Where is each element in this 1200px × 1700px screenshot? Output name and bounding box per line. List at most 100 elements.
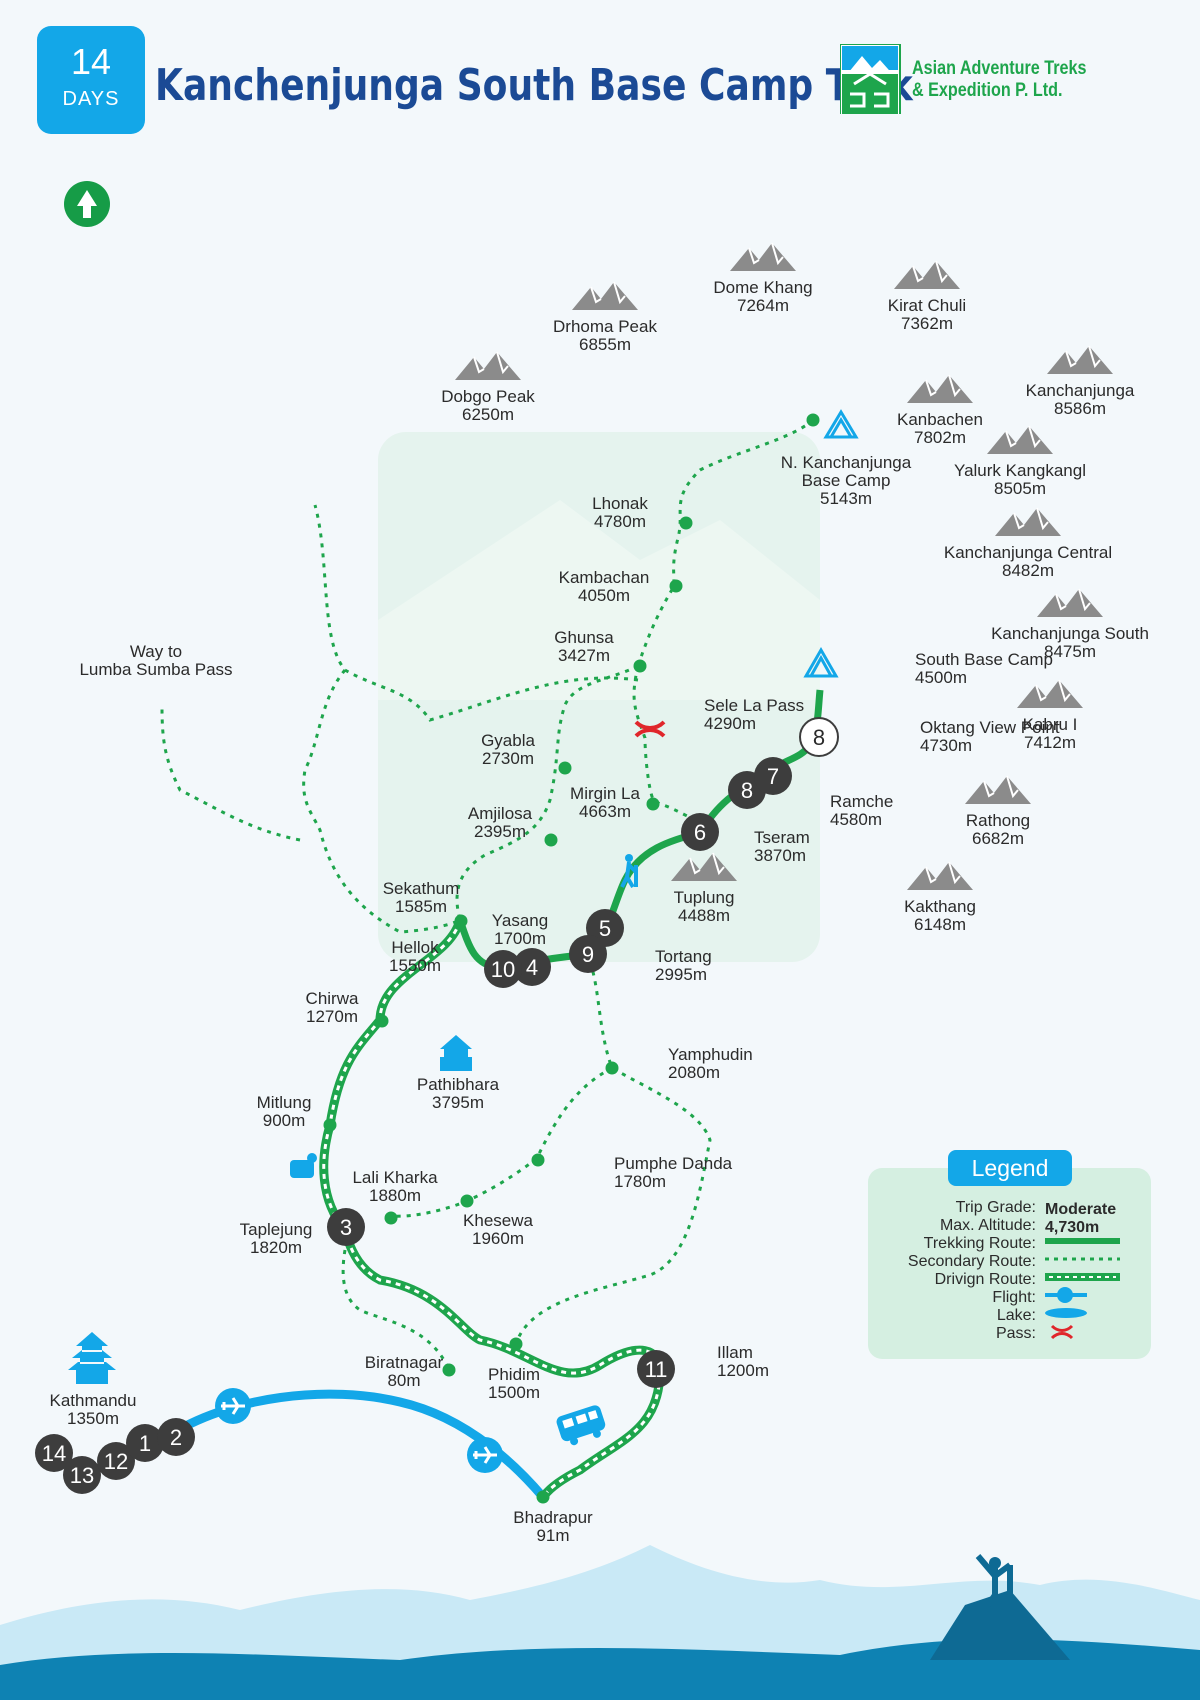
day-marker: 11 — [637, 1350, 675, 1388]
watermark-mountain — [378, 500, 820, 700]
place-name: Kathmandu — [50, 1391, 137, 1410]
place-altitude: 2730m — [482, 749, 534, 768]
trekker-icon — [620, 854, 638, 889]
mountain-icon — [995, 508, 1061, 536]
peak-altitude: 6148m — [914, 915, 966, 934]
place-altitude: 4663m — [579, 802, 631, 821]
place-name: Gyabla — [481, 731, 535, 750]
place-name: Chirwa — [306, 989, 359, 1008]
place-altitude: 1500m — [488, 1383, 540, 1402]
peak-name: Kanchanjunga Central — [944, 543, 1112, 562]
location-markers — [323, 413, 820, 1504]
mountain-icon — [730, 243, 796, 271]
company-line2: & Expedition P. Ltd. — [912, 80, 1063, 101]
place-altitude: 1550m — [389, 956, 441, 975]
peak-name: Kabru I — [1023, 715, 1078, 734]
place-altitude: 2080m — [668, 1063, 720, 1082]
page-title: Kanchenjunga South Base Camp Trek — [155, 60, 913, 111]
place-altitude: 4290m — [704, 714, 756, 733]
place-name: Ghunsa — [554, 628, 614, 647]
peak-altitude: 6250m — [462, 405, 514, 424]
day-number: 1 — [139, 1431, 151, 1456]
day-marker: 13 — [63, 1456, 101, 1494]
place-altitude: 1270m — [306, 1007, 358, 1026]
place-name: Mitlung — [257, 1093, 312, 1112]
day-number: 2 — [170, 1425, 182, 1450]
route-marker — [460, 1194, 474, 1208]
route-marker — [536, 1490, 550, 1504]
place-name: Lhonak — [592, 494, 648, 513]
day-marker: 6 — [681, 813, 719, 851]
route-marker — [544, 833, 558, 847]
place-altitude: 2395m — [474, 822, 526, 841]
mountain-icon — [455, 352, 521, 380]
day-marker: 1 — [126, 1424, 164, 1462]
place-altitude: 4500m — [915, 668, 967, 687]
peak-altitude: 8475m — [1044, 642, 1096, 661]
place-altitude: 4050m — [578, 586, 630, 605]
place-altitude: 4730m — [920, 736, 972, 755]
day-number: 14 — [42, 1441, 66, 1466]
place-altitude: 2995m — [655, 965, 707, 984]
day-number: 9 — [582, 942, 594, 967]
legend-label: Trekking Route: — [924, 1235, 1036, 1252]
place-name-line2: Base Camp — [802, 471, 891, 490]
pathibhara-temple-icon — [440, 1035, 472, 1071]
mountain-icon — [907, 862, 973, 890]
peak-altitude: 8482m — [1002, 561, 1054, 580]
place-name: Sele La Pass — [704, 696, 804, 715]
place-altitude: 80m — [387, 1371, 420, 1390]
place-name: Yamphudin — [668, 1045, 753, 1064]
place-name: Taplejung — [240, 1220, 313, 1239]
route-marker — [669, 579, 683, 593]
mountain-icon — [1017, 680, 1083, 708]
secondary-routes — [160, 418, 814, 1371]
place-altitude: 1585m — [395, 897, 447, 916]
kathmandu-temple-icon — [68, 1332, 116, 1384]
peak-altitude: 7412m — [1024, 733, 1076, 752]
day-number: 4 — [526, 955, 538, 980]
place-name: Yasang — [492, 911, 548, 930]
bus-icon — [556, 1405, 606, 1446]
company-name: Asian Adventure Treks & Expedition P. Lt… — [912, 58, 1086, 102]
place-altitude: 3870m — [754, 846, 806, 865]
day-marker: 2 — [157, 1418, 195, 1456]
peak-name: Kanchanjunga — [1026, 381, 1135, 400]
peak-altitude: 6855m — [579, 335, 631, 354]
place-name: Way to — [130, 642, 182, 661]
place-altitude: 4780m — [594, 512, 646, 531]
day-number: 6 — [694, 820, 706, 845]
day-marker: 14 — [35, 1434, 73, 1472]
pass-icon — [634, 720, 666, 738]
day-number: 13 — [70, 1463, 94, 1488]
peak-altitude: 8505m — [994, 479, 1046, 498]
peak-name: Dobgo Peak — [441, 387, 535, 406]
legend-label: Secondary Route: — [908, 1253, 1036, 1270]
route-marker — [509, 1337, 523, 1351]
route-marker — [531, 1153, 545, 1167]
route-marker — [633, 659, 647, 673]
peak-altitude: 6682m — [972, 829, 1024, 848]
peak-name: Tuplung — [674, 888, 735, 907]
place-altitude: 5143m — [820, 489, 872, 508]
place-name: Lali Kharka — [352, 1168, 438, 1187]
place-name: Phidim — [488, 1365, 540, 1384]
